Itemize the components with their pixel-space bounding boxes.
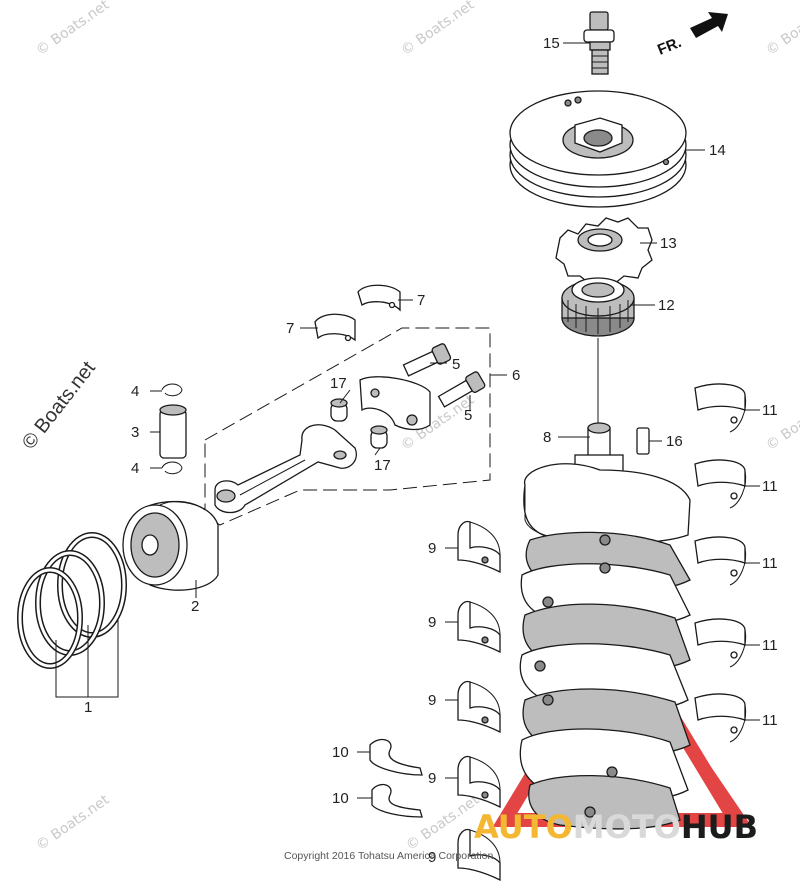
callout-7a: 7 <box>417 292 425 309</box>
callout-5a: 5 <box>452 356 460 373</box>
main-bearings-9 <box>457 520 501 882</box>
callout-2: 2 <box>191 598 199 615</box>
rod-cap <box>359 376 431 431</box>
gear-12 <box>561 277 635 337</box>
flywheel-pulley-14 <box>509 90 687 208</box>
callout-10a: 10 <box>332 744 349 761</box>
crankshaft-8 <box>519 422 691 830</box>
callout-16: 16 <box>666 433 683 450</box>
callout-17b: 17 <box>374 457 391 474</box>
callout-12: 12 <box>658 297 675 314</box>
callout-9b: 9 <box>428 614 436 631</box>
front-arrow: FR. <box>655 12 728 59</box>
callout-7b: 7 <box>286 320 294 337</box>
callout-8: 8 <box>543 429 551 446</box>
callout-11d: 11 <box>762 637 778 654</box>
thrust-washers-10 <box>369 738 423 818</box>
copyright-text: Copyright 2016 Tohatsu America Corporati… <box>284 850 494 862</box>
leader-lines <box>55 42 760 799</box>
front-direction-label: FR. <box>655 34 684 59</box>
callout-3: 3 <box>131 424 139 441</box>
dowel-pins-17 <box>330 398 388 449</box>
brand-logo: AUTOMOTOHUB <box>474 808 758 846</box>
main-bearings-11 <box>694 383 747 743</box>
piston-rings-1 <box>17 532 127 669</box>
callout-1: 1 <box>84 699 92 716</box>
callout-9a: 9 <box>428 540 436 557</box>
callout-4b: 4 <box>131 460 139 477</box>
callout-5b: 5 <box>464 407 472 424</box>
callout-13: 13 <box>660 235 677 252</box>
callout-9c: 9 <box>428 692 436 709</box>
callout-4a: 4 <box>131 383 139 400</box>
brand-part-hub: HUB <box>680 808 759 846</box>
callouts: 15 14 13 12 7 7 5 5 6 17 17 4 3 4 2 1 8 … <box>84 35 778 866</box>
callout-10b: 10 <box>332 790 349 807</box>
callout-9d: 9 <box>428 770 436 787</box>
callout-14: 14 <box>709 142 726 159</box>
callout-11a: 11 <box>762 402 778 419</box>
rod-bearings-7 <box>314 284 401 342</box>
callout-17a: 17 <box>330 375 347 392</box>
conrod-assembly-box <box>204 327 491 526</box>
callout-15: 15 <box>543 35 560 52</box>
rod-bolts-5 <box>402 343 486 408</box>
piston-2 <box>122 500 219 591</box>
sprocket-13 <box>555 217 653 285</box>
bolt-15 <box>583 11 615 75</box>
callout-6: 6 <box>512 367 520 384</box>
key-16 <box>636 427 650 455</box>
callout-11c: 11 <box>762 555 778 572</box>
brand-part-moto: MOTO <box>572 808 681 846</box>
circlips-4 <box>161 383 183 475</box>
callout-9e: 9 <box>428 849 436 866</box>
callout-11b: 11 <box>762 478 778 495</box>
callout-11e: 11 <box>762 712 778 729</box>
brand-part-auto: AUTO <box>474 808 573 846</box>
connecting-rod <box>214 424 357 514</box>
piston-pin-3 <box>159 404 187 459</box>
